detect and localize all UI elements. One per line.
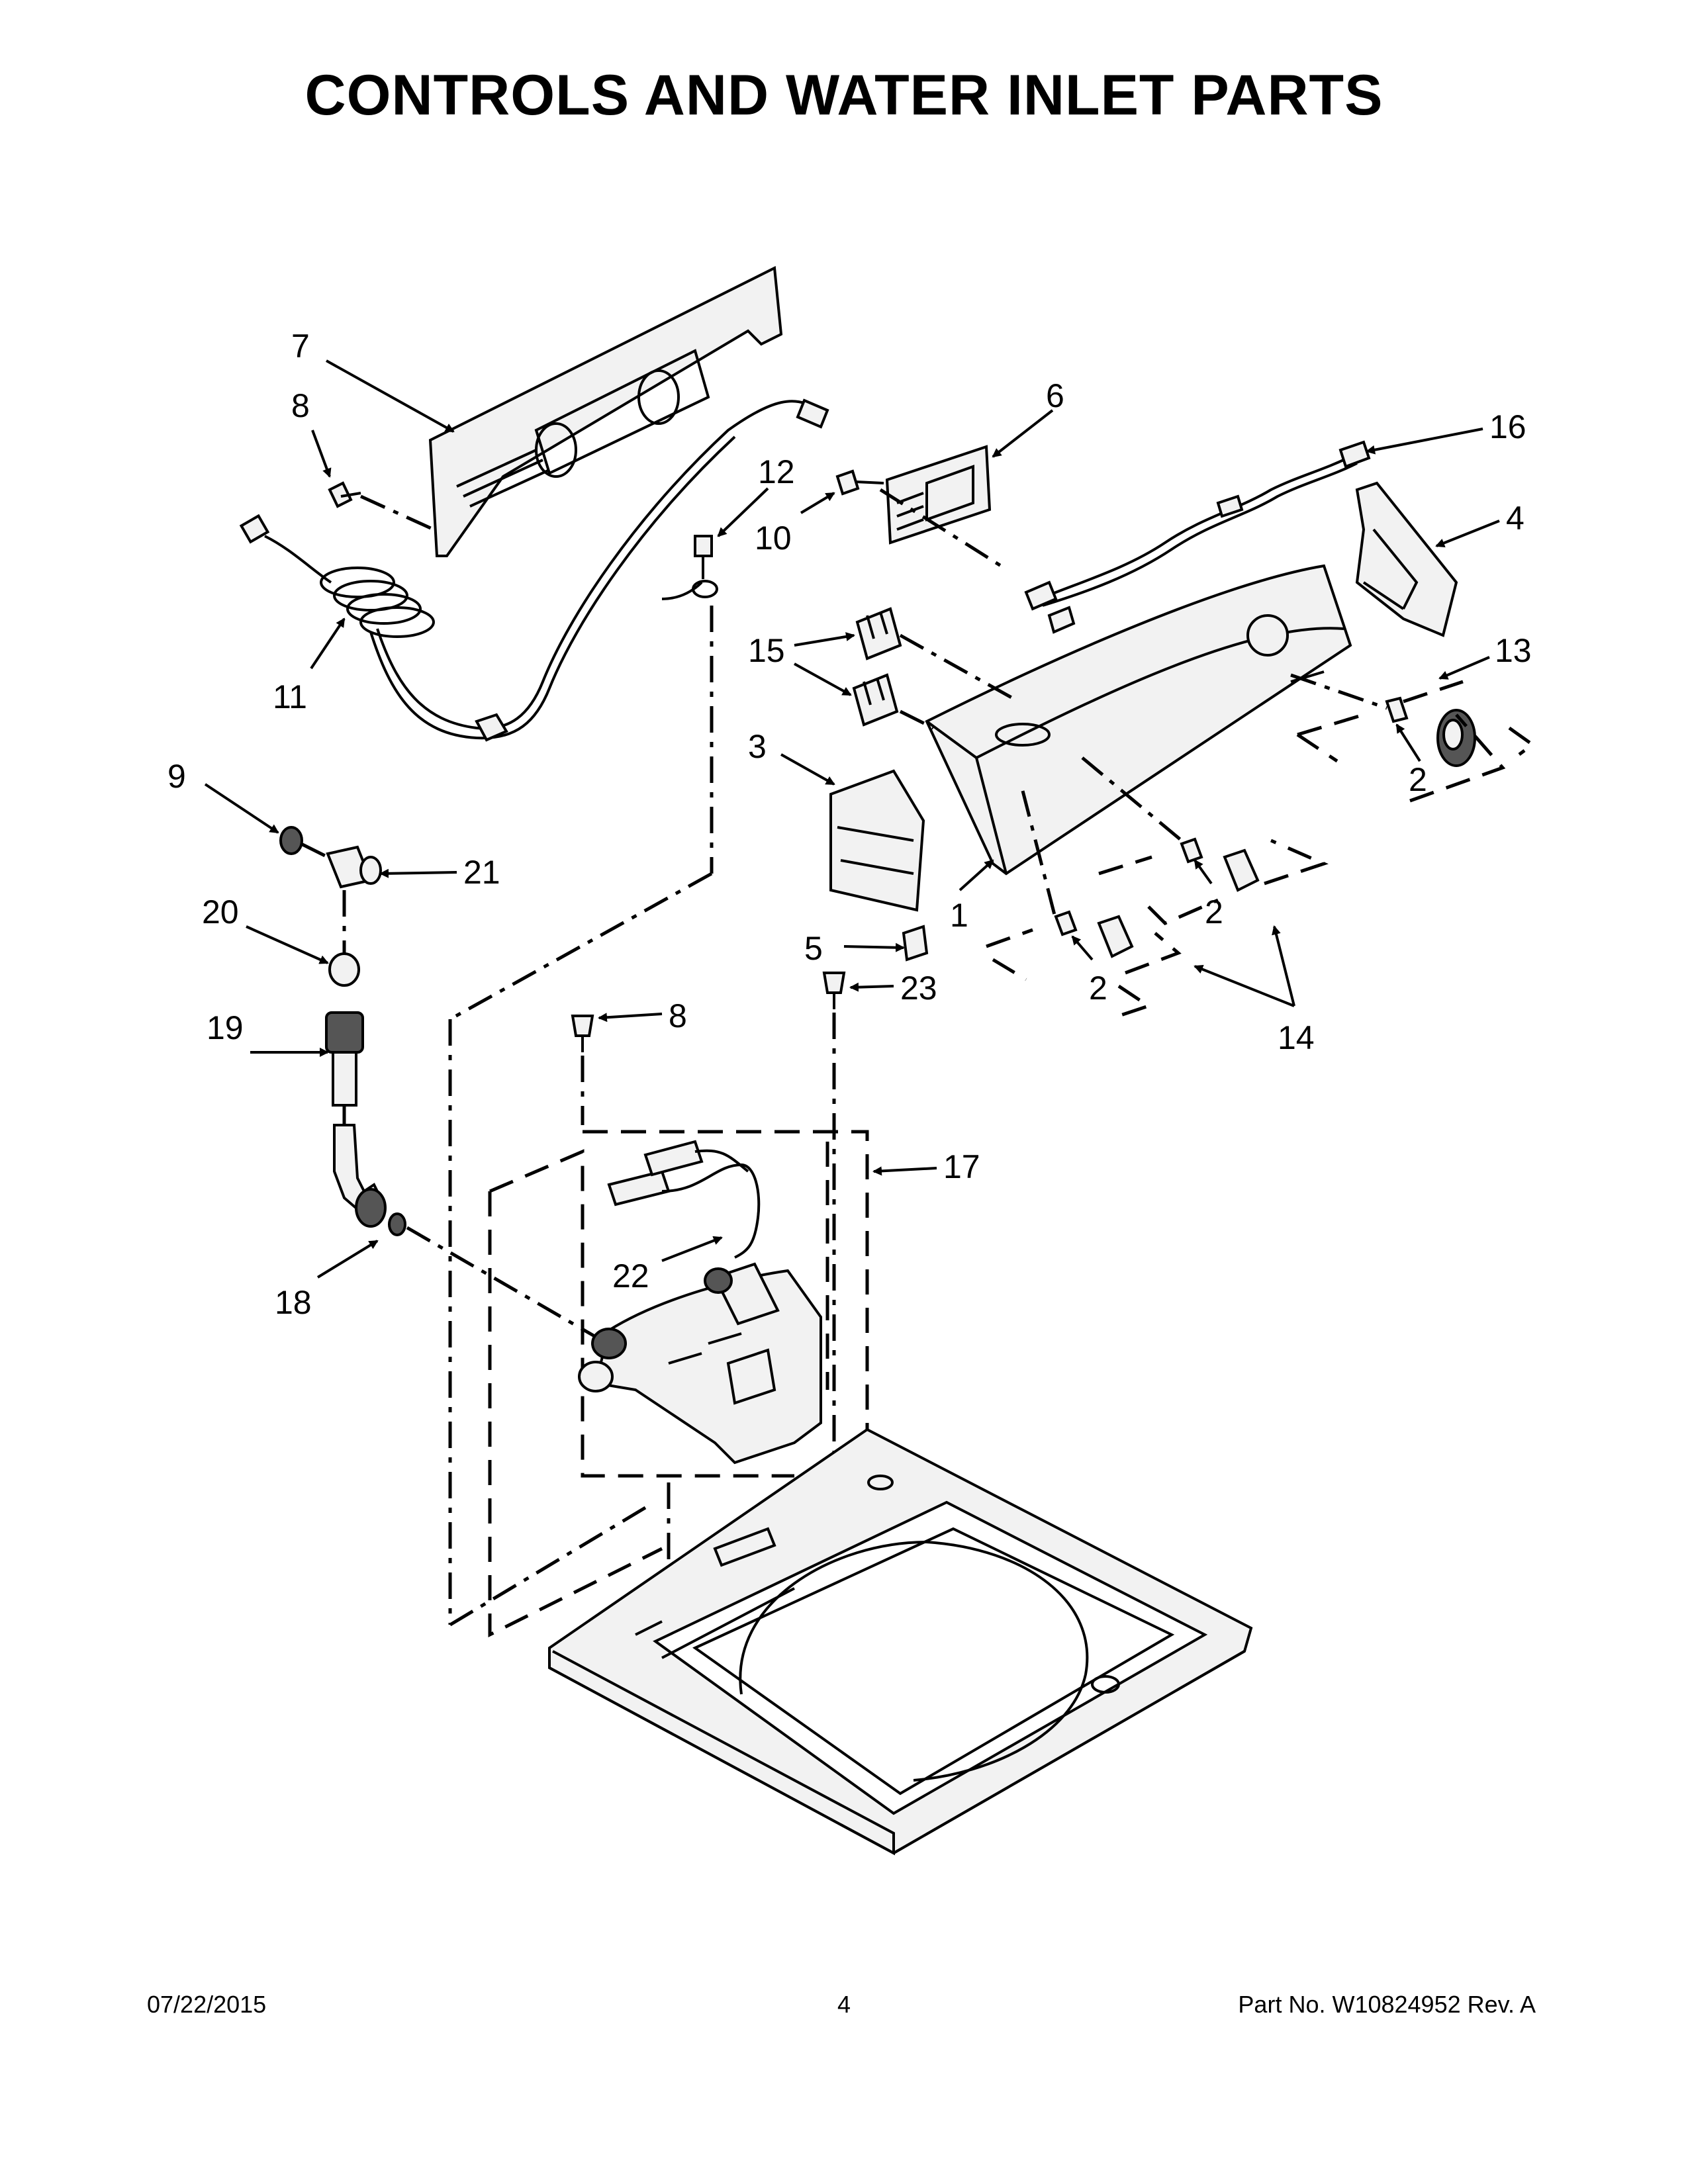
callout-22: 22 <box>612 1257 649 1295</box>
knob-14-upper <box>1223 848 1260 892</box>
leader-1 <box>959 859 994 891</box>
inlet-hose <box>333 1124 406 1236</box>
callout-8-lower: 8 <box>669 997 687 1034</box>
callout-10: 10 <box>755 520 792 557</box>
screw-8-upper <box>328 481 361 508</box>
footer-page-number: 4 <box>837 1991 851 2018</box>
callout-9: 9 <box>167 758 186 795</box>
leader-7 <box>326 359 455 433</box>
callout-2a: 2 <box>1409 761 1427 798</box>
knob-insert-2a <box>1385 696 1409 723</box>
cabinet-top <box>548 1428 1253 1856</box>
wire-harness <box>1024 440 1371 634</box>
leader-3 <box>780 753 835 786</box>
rear-console-panel <box>428 265 783 557</box>
switch-lower <box>852 673 899 727</box>
callout-21: 21 <box>463 854 500 891</box>
leader-20 <box>246 925 329 964</box>
leader-8-lower <box>598 1013 663 1023</box>
filter-screen <box>328 952 360 987</box>
power-cord <box>239 398 829 742</box>
callout-18: 18 <box>275 1284 312 1321</box>
leader-4 <box>1435 520 1500 548</box>
leader-8-upper <box>311 430 332 478</box>
leader-11 <box>310 617 346 670</box>
leader-2c <box>1071 935 1094 961</box>
knob-insert-2c <box>1054 910 1078 936</box>
callout-6: 6 <box>1046 377 1064 414</box>
leader-2a <box>1395 723 1421 762</box>
leader-14b <box>1194 964 1295 1007</box>
callout-1: 1 <box>950 897 968 934</box>
knob-insert-2b <box>1180 837 1203 864</box>
callout-8-upper: 8 <box>291 387 310 424</box>
leader-10 <box>800 492 835 514</box>
leader-5 <box>843 942 905 952</box>
leader-2b <box>1194 859 1213 885</box>
callout-16: 16 <box>1489 408 1526 445</box>
control-board <box>885 445 992 545</box>
leader-17 <box>872 1166 937 1176</box>
callout-2b: 2 <box>1205 893 1223 931</box>
callout-17: 17 <box>943 1148 980 1185</box>
callout-2c: 2 <box>1089 970 1107 1007</box>
leader-22 <box>661 1236 723 1262</box>
leader-12 <box>717 487 769 537</box>
callout-5: 5 <box>804 930 823 967</box>
callout-12: 12 <box>758 453 795 490</box>
leader-13 <box>1438 656 1490 680</box>
callout-13: 13 <box>1495 632 1532 669</box>
leader-14a <box>1272 925 1295 1007</box>
leader-23 <box>849 982 894 992</box>
callout-11: 11 <box>273 678 307 715</box>
screw-23 <box>822 972 846 1009</box>
leader-6 <box>992 409 1054 458</box>
callout-20: 20 <box>202 893 239 931</box>
knob-14-lower <box>1097 915 1134 958</box>
hose-end <box>325 1011 364 1107</box>
ground-screw <box>692 535 718 598</box>
screw-8-lower <box>571 1015 594 1052</box>
callout-14: 14 <box>1278 1019 1315 1056</box>
callout-4: 4 <box>1506 500 1524 537</box>
leader-15a <box>794 632 855 647</box>
water-inlet-valve <box>578 1262 822 1465</box>
console-cover <box>829 769 925 912</box>
footer-part-number: Part No. W10824952 Rev. A <box>1238 1991 1536 2018</box>
leader-15b <box>794 662 852 696</box>
clip <box>902 925 929 962</box>
valve-wiring-harness <box>607 1140 761 1259</box>
end-cap <box>1355 481 1458 637</box>
valve-assembly-boundary <box>488 1130 869 1638</box>
leader-21 <box>379 868 457 878</box>
leader-18 <box>316 1240 379 1279</box>
leader-9 <box>204 783 279 834</box>
footer-date: 07/22/2015 <box>147 1991 267 2018</box>
knob-13 <box>1436 709 1476 767</box>
callout-3: 3 <box>748 728 767 765</box>
switch-upper <box>855 607 902 660</box>
inlet-fitting <box>326 845 382 889</box>
console-body <box>925 564 1352 876</box>
page-title: CONTROLS AND WATER INLET PARTS <box>305 64 1383 127</box>
washer-9 <box>279 826 303 855</box>
leader-16 <box>1366 428 1483 455</box>
callout-19: 19 <box>207 1009 244 1046</box>
callout-15: 15 <box>748 632 785 669</box>
callout-23: 23 <box>900 970 937 1007</box>
screw-10 <box>835 469 884 496</box>
callout-7: 7 <box>291 328 310 365</box>
